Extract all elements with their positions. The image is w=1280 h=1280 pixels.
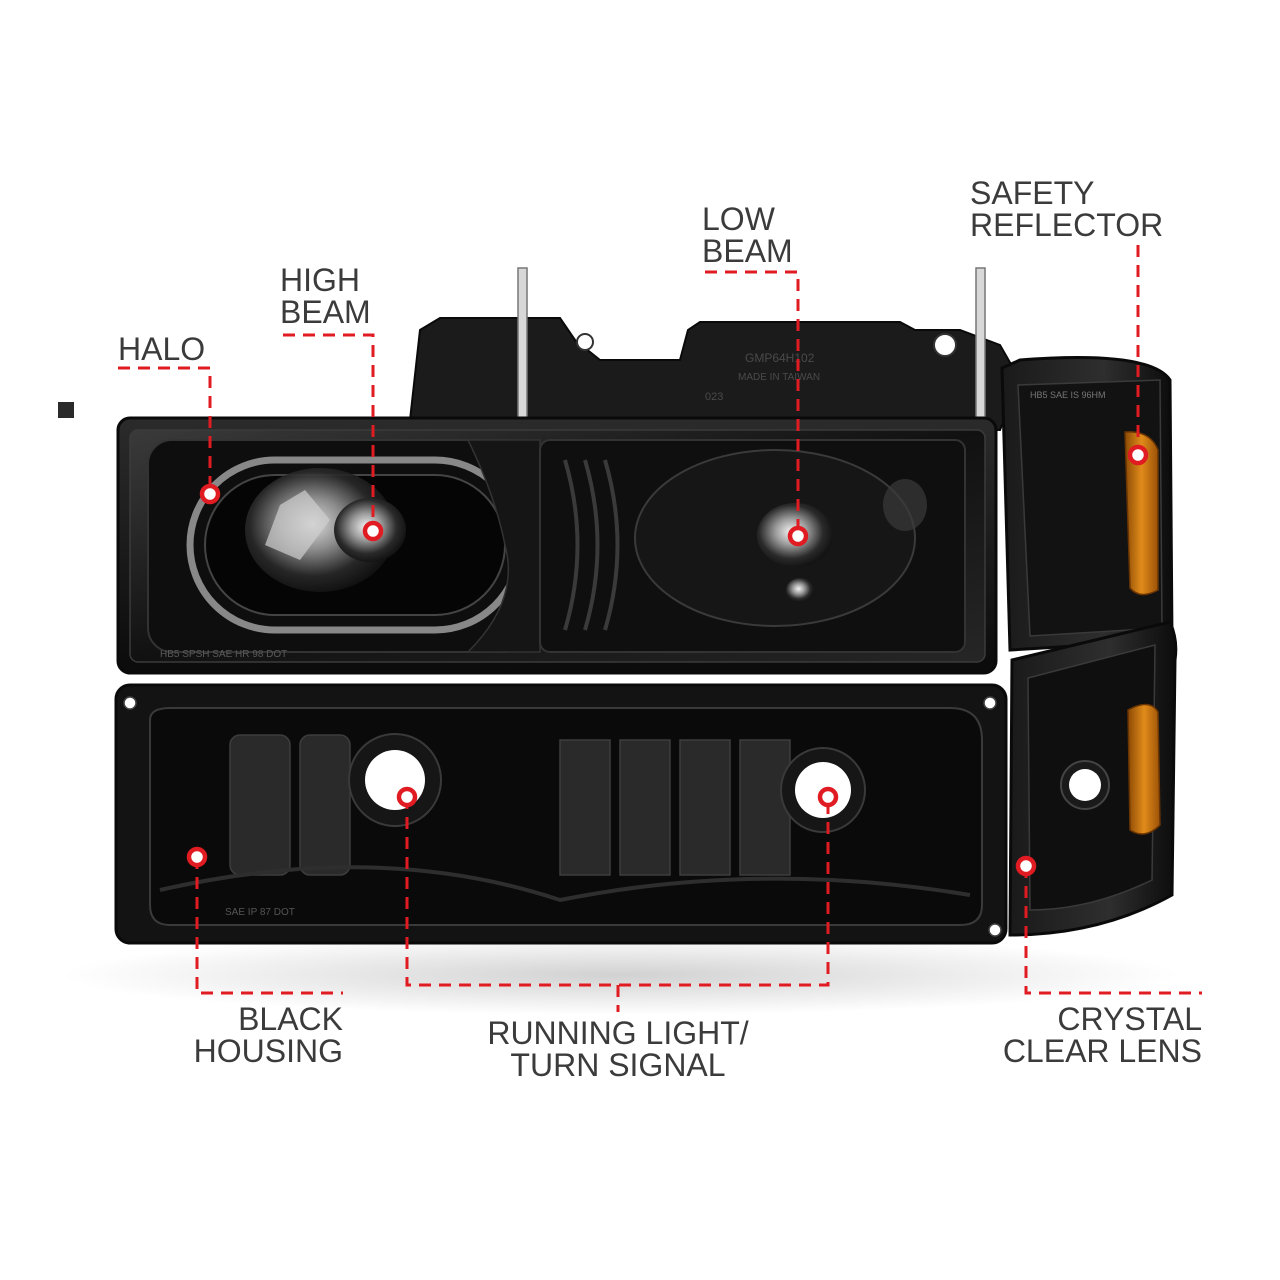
park-lamp-marking: SAE IP 87 DOT bbox=[225, 907, 295, 918]
marker-crystal-clear-lens bbox=[1015, 855, 1037, 877]
label-safety-reflector: SAFETY REFLECTOR bbox=[970, 177, 1163, 241]
marker-low-beam bbox=[787, 525, 809, 547]
label-safety-reflector-line-1: SAFETY bbox=[970, 175, 1095, 211]
marker-high-beam bbox=[362, 520, 384, 542]
headlight-lens-marking: HB5 SPSH SAE HR 98 DOT bbox=[160, 649, 287, 660]
floor-shadow bbox=[60, 935, 1180, 1015]
callout-markers bbox=[186, 444, 1149, 877]
label-black-housing-line-1: BLACK bbox=[238, 1001, 343, 1037]
leader-high-beam bbox=[283, 333, 375, 530]
marker-running-light-left bbox=[396, 786, 418, 808]
bracket-part-number: GMP64H102 bbox=[745, 351, 815, 365]
headlight-unit: HB5 SPSH SAE HR 98 DOT bbox=[116, 416, 998, 675]
marker-halo bbox=[199, 483, 221, 505]
label-high-beam-line-1: HIGH bbox=[280, 262, 360, 298]
mounting-bracket: GMP64H102 MADE IN TAIWAN 023 bbox=[58, 267, 1022, 432]
label-safety-reflector-line-2: REFLECTOR bbox=[970, 207, 1164, 243]
marker-running-light-right bbox=[817, 786, 839, 808]
leader-low-beam bbox=[705, 270, 800, 536]
label-black-housing-line-2: HOUSING bbox=[193, 1033, 343, 1069]
leader-black-housing bbox=[195, 857, 343, 995]
marker-black-housing bbox=[186, 846, 208, 868]
bracket-made-in: MADE IN TAIWAN bbox=[738, 372, 820, 383]
label-halo-line-1: HALO bbox=[118, 331, 206, 367]
label-high-beam-line-2: BEAM bbox=[280, 294, 371, 330]
label-crystal-clear-lens-line-2: CLEAR LENS bbox=[1002, 1033, 1202, 1069]
label-black-housing: BLACK HOUSING bbox=[183, 1003, 343, 1067]
leader-crystal-clear-lens bbox=[1024, 866, 1202, 995]
callout-leaders bbox=[118, 245, 1202, 1012]
label-crystal-clear-lens-line-1: CRYSTAL bbox=[1057, 1001, 1202, 1037]
label-crystal-clear-lens: CRYSTAL CLEAR LENS bbox=[1002, 1003, 1202, 1067]
label-high-beam: HIGH BEAM bbox=[280, 264, 371, 328]
label-low-beam-line-2: BEAM bbox=[702, 233, 793, 269]
bracket-code: 023 bbox=[705, 391, 723, 403]
leader-running-light bbox=[405, 797, 830, 987]
label-running-light: RUNNING LIGHT/ TURN SIGNAL bbox=[468, 1017, 768, 1081]
marker-safety-reflector bbox=[1127, 444, 1149, 466]
label-running-light-line-2: TURN SIGNAL bbox=[510, 1047, 726, 1083]
corner-lens-marking: HB5 SAE IS 96HM bbox=[1030, 390, 1106, 400]
label-running-light-line-1: RUNNING LIGHT/ bbox=[487, 1015, 749, 1051]
label-halo: HALO bbox=[118, 333, 205, 365]
corner-lamp-upper: HB5 SAE IS 96HM bbox=[1000, 356, 1174, 652]
corner-lamp-lower bbox=[1008, 620, 1178, 937]
leader-halo bbox=[118, 366, 212, 494]
label-low-beam: LOW BEAM bbox=[702, 203, 793, 267]
label-low-beam-line-1: LOW bbox=[702, 201, 775, 237]
park-lamp-unit: SAE IP 87 DOT bbox=[114, 683, 1008, 945]
